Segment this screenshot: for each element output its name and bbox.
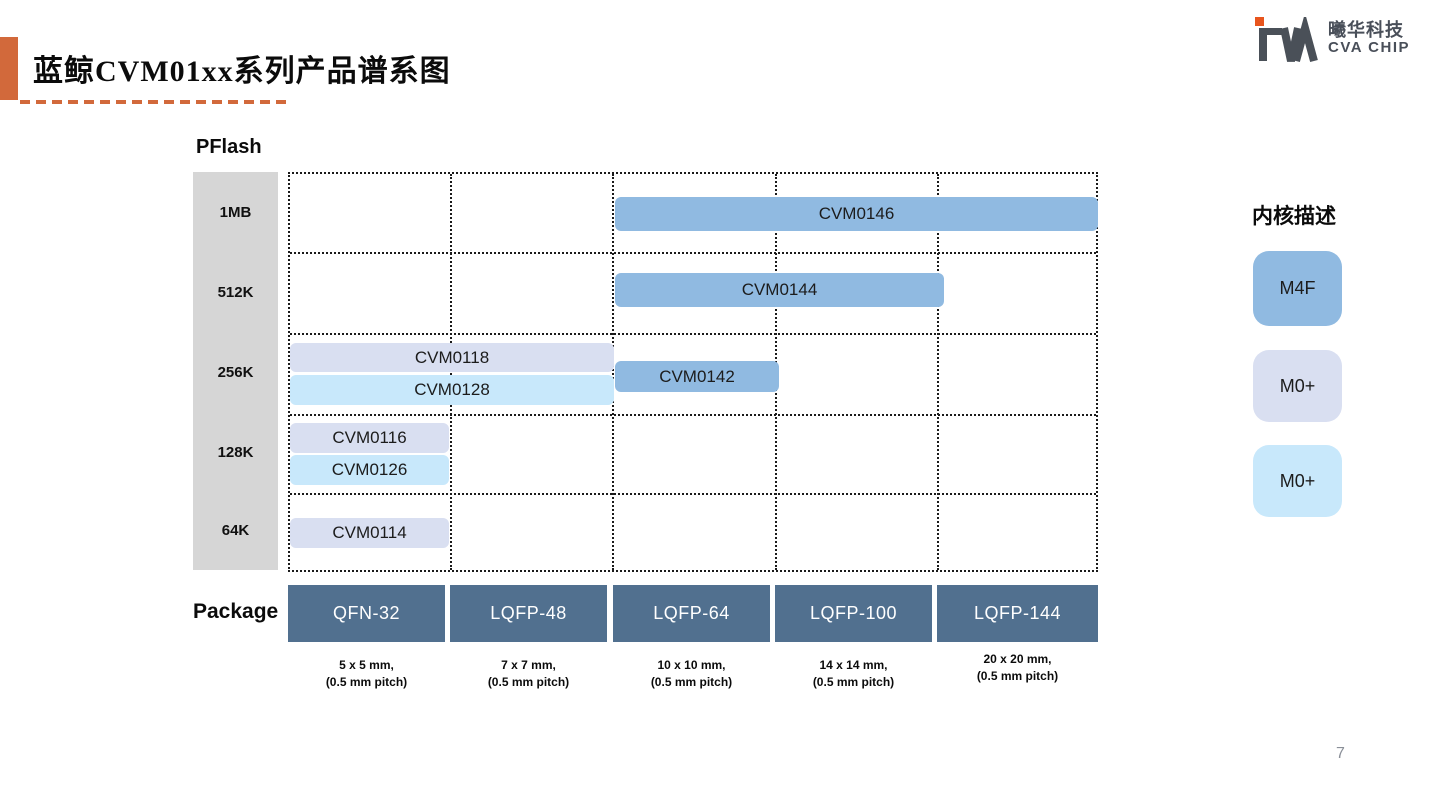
package-size-lqfp48: 7 x 7 mm, (0.5 mm pitch): [450, 657, 607, 692]
y-label-64k: 64K: [221, 521, 250, 539]
product-bar-cvm0114[interactable]: CVM0114: [290, 518, 449, 548]
package-size-line2: (0.5 mm pitch): [650, 675, 733, 690]
package-size-line1: 14 x 14 mm,: [819, 658, 888, 672]
grid-line-horizontal: [290, 252, 1096, 254]
logo-text: 曦华科技 CVA CHIP: [1328, 21, 1410, 56]
title-accent-bar: [0, 37, 18, 100]
y-label-128k: 128K: [217, 443, 254, 461]
title-underline-dashes: [20, 100, 292, 104]
product-bar-cvm0144[interactable]: CVM0144: [615, 273, 944, 307]
cva-logo-icon: [1255, 17, 1318, 63]
package-size-lqfp100: 14 x 14 mm, (0.5 mm pitch): [775, 657, 932, 692]
package-size-line1: 7 x 7 mm,: [501, 658, 556, 672]
y-label-256k: 256K: [217, 363, 254, 381]
page-number: 7: [1336, 745, 1345, 762]
grid-line-vertical: [612, 174, 614, 570]
product-bar-cvm0142[interactable]: CVM0142: [615, 361, 779, 392]
company-logo: 曦华科技 CVA CHIP: [1254, 17, 1410, 63]
package-cell-lqfp64: LQFP-64: [613, 585, 770, 642]
package-size-line1: 10 x 10 mm,: [657, 658, 726, 672]
grid-line-vertical: [937, 174, 939, 570]
package-cell-qfn32: QFN-32: [288, 585, 445, 642]
grid-line-horizontal: [290, 333, 1096, 335]
package-size-line2: (0.5 mm pitch): [812, 675, 895, 690]
y-label-1mb: 1MB: [219, 203, 252, 221]
package-cell-lqfp144: LQFP-144: [937, 585, 1098, 642]
x-axis-title: Package: [193, 600, 279, 623]
company-name-cn: 曦华科技: [1328, 20, 1404, 40]
package-cell-lqfp100: LQFP-100: [775, 585, 932, 642]
product-bar-cvm0116[interactable]: CVM0116: [290, 423, 449, 453]
product-bar-cvm0126[interactable]: CVM0126: [290, 455, 449, 485]
package-size-line1: 20 x 20 mm,: [983, 652, 1052, 666]
company-name-en: CVA CHIP: [1328, 38, 1411, 56]
product-bar-cvm0128[interactable]: CVM0128: [290, 375, 614, 405]
package-size-lqfp144: 20 x 20 mm, (0.5 mm pitch): [937, 651, 1098, 686]
grid-line-horizontal: [290, 493, 1096, 495]
page-title: 蓝鲸CVM01xx系列产品谱系图: [33, 55, 451, 88]
package-cell-lqfp48: LQFP-48: [450, 585, 607, 642]
legend-item-m4f: M4F: [1253, 251, 1342, 326]
product-bar-cvm0118[interactable]: CVM0118: [290, 343, 614, 372]
product-bar-cvm0146[interactable]: CVM0146: [615, 197, 1098, 231]
legend-item-m0p-1: M0+: [1253, 350, 1342, 422]
package-size-lqfp64: 10 x 10 mm, (0.5 mm pitch): [613, 657, 770, 692]
package-size-qfn32: 5 x 5 mm, (0.5 mm pitch): [288, 657, 445, 692]
chart-grid: CVM0146 CVM0144 CVM0118 CVM0128 CVM0142 …: [288, 172, 1098, 572]
grid-line-vertical: [450, 174, 452, 570]
legend-title: 内核描述: [1252, 205, 1336, 228]
grid-line-horizontal: [290, 414, 1096, 416]
package-size-line2: (0.5 mm pitch): [325, 675, 408, 690]
package-size-line1: 5 x 5 mm,: [339, 658, 394, 672]
package-size-line2: (0.5 mm pitch): [976, 669, 1059, 684]
y-axis-title: PFlash: [196, 136, 262, 158]
legend-item-m0p-2: M0+: [1253, 445, 1342, 517]
y-label-512k: 512K: [217, 283, 254, 301]
package-size-line2: (0.5 mm pitch): [487, 675, 570, 690]
y-axis-band: 1MB 512K 256K 128K 64K: [193, 172, 278, 570]
